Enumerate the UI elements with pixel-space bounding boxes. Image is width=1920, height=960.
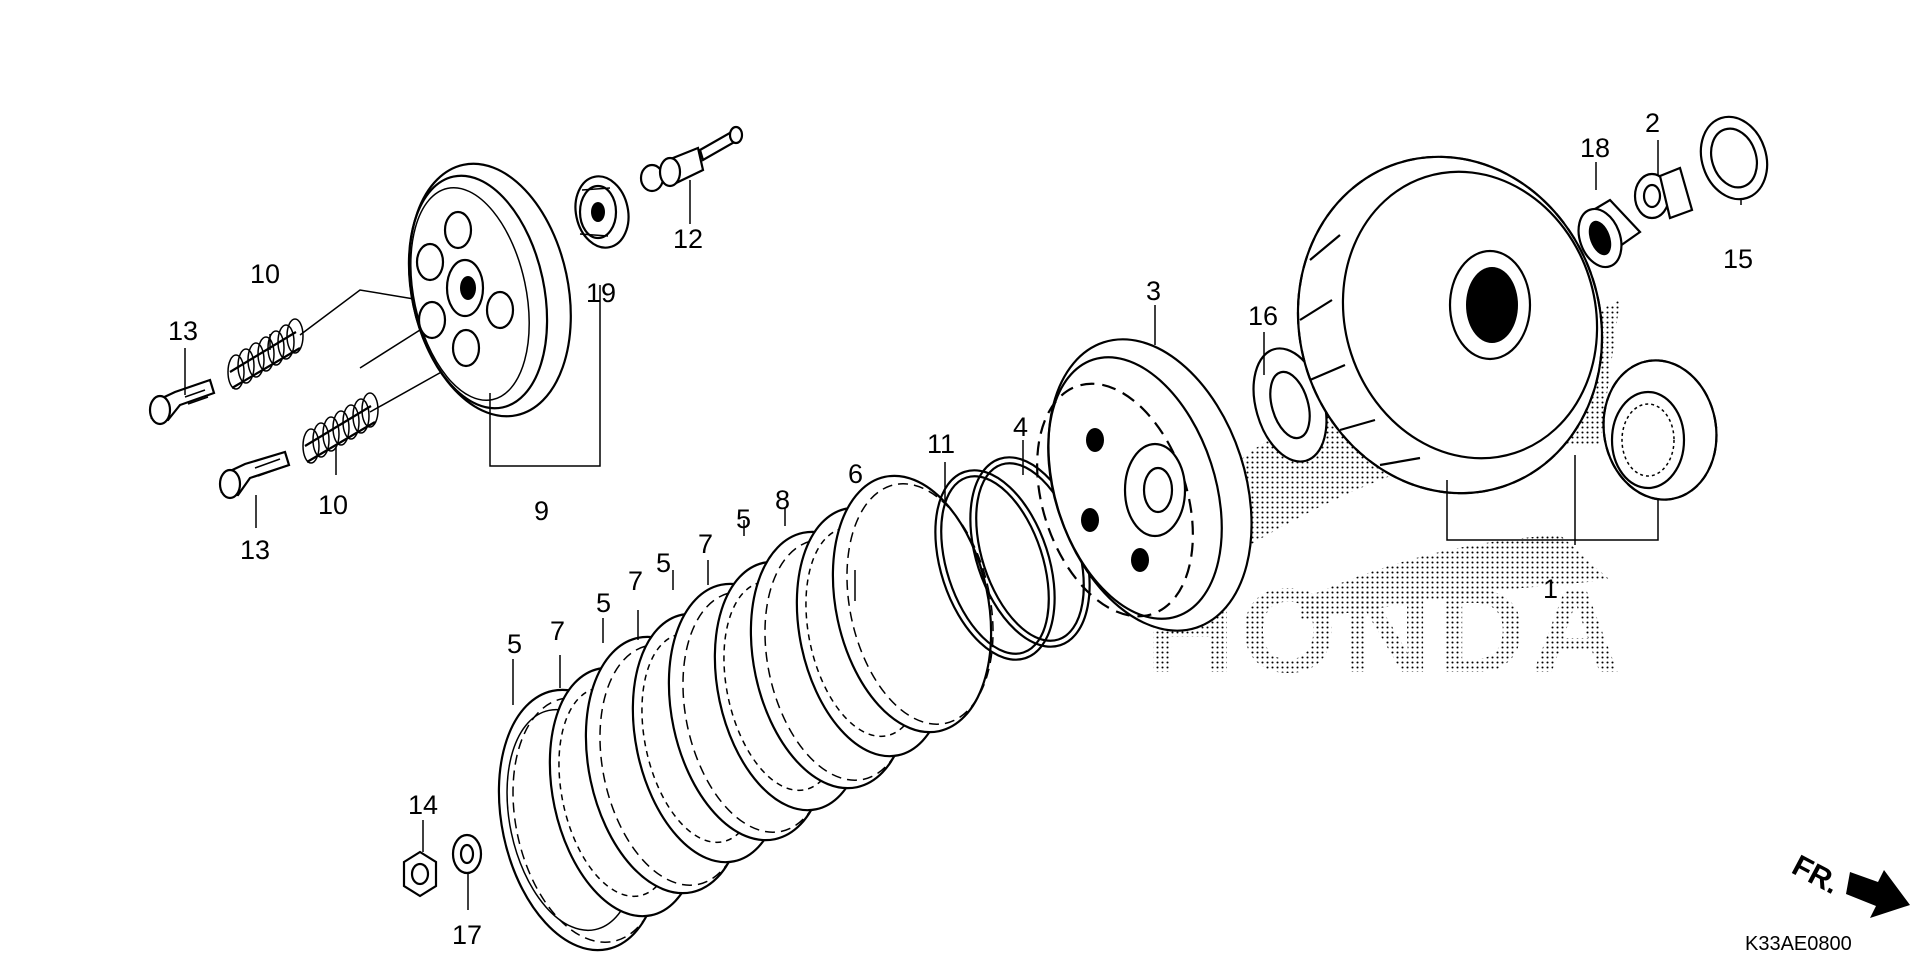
callout-5-a: 5	[507, 629, 522, 659]
bearing-19	[574, 175, 630, 249]
clutch-disc-stack	[497, 474, 994, 952]
primary-driven-gear	[1602, 359, 1718, 501]
callout-10-lower: 10	[318, 490, 348, 520]
washer-15	[1699, 115, 1769, 201]
ring-11	[934, 469, 1056, 661]
callout-5-b: 5	[596, 588, 611, 618]
callout-2: 2	[1645, 108, 1660, 138]
callout-1: 1	[1543, 574, 1558, 604]
callout-7-b: 7	[628, 566, 643, 596]
bolt-13-upper	[148, 378, 216, 426]
callout-7-c: 7	[698, 529, 713, 559]
callout-4: 4	[1013, 412, 1028, 442]
needle-bearing-18	[1577, 198, 1642, 269]
leader-lines	[184, 140, 1742, 910]
callout-8: 8	[775, 485, 790, 515]
callout-18: 18	[1580, 133, 1610, 163]
callout-19: 19	[586, 278, 616, 308]
front-arrow-icon	[1846, 870, 1910, 918]
lock-nut-14	[402, 850, 438, 898]
callout-7-a: 7	[550, 616, 565, 646]
clutch-outer-1	[1296, 155, 1604, 495]
pressure-plate-9	[407, 162, 572, 418]
callout-10-upper: 10	[250, 259, 280, 289]
washer-17	[451, 833, 483, 875]
callout-11: 11	[927, 429, 955, 459]
callout-13-lower: 13	[240, 535, 270, 565]
front-direction-indicator: FR.	[1787, 849, 1910, 918]
spring-10-lower	[302, 392, 379, 464]
callout-16: 16	[1248, 301, 1278, 331]
lifter-rod-12	[639, 125, 744, 193]
callout-14: 14	[408, 790, 438, 820]
callout-6: 6	[848, 459, 863, 489]
callout-17: 17	[452, 920, 482, 950]
callout-12: 12	[673, 224, 703, 254]
diagram-code: K33AE0800	[1745, 933, 1852, 955]
callout-9: 9	[534, 496, 549, 526]
callout-3: 3	[1146, 276, 1161, 306]
front-label: FR.	[1787, 849, 1845, 901]
spring-10-upper	[227, 318, 304, 390]
callout-13-upper: 13	[168, 316, 198, 346]
clutch-center-3	[1036, 338, 1253, 632]
collar-2	[1633, 166, 1694, 220]
callout-15: 15	[1723, 244, 1753, 274]
callout-labels: 1 2 3 4 5 5 5 5 6 7 7 7 8 9 10 10 11 12 …	[168, 108, 1753, 950]
callout-5-d: 5	[736, 504, 751, 534]
callout-5-c: 5	[656, 548, 671, 578]
bolt-13-lower	[218, 450, 291, 500]
